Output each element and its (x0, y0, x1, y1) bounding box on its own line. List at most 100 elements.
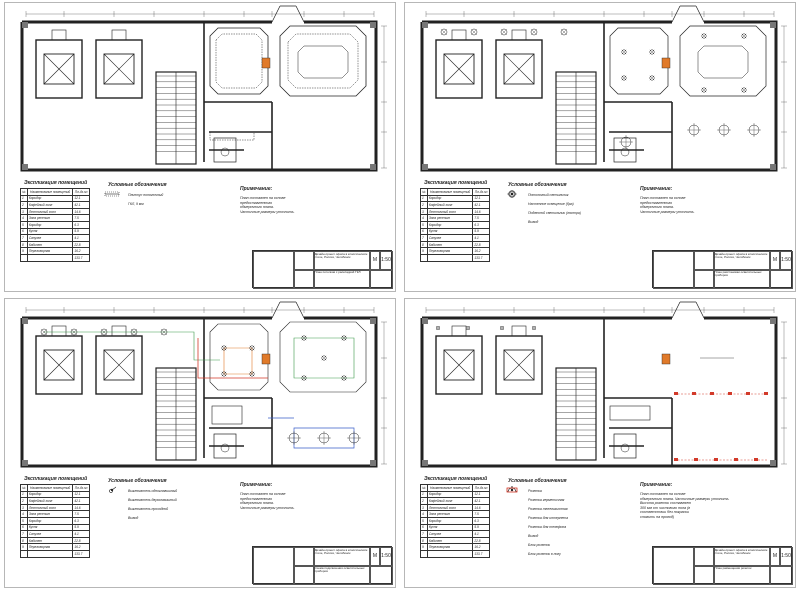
table-cell: 1 (20, 490, 28, 499)
table-cell: Санузел (26, 234, 74, 242)
note-line: сложить на провод) (640, 514, 675, 519)
legend-label: Розетка телевизионная (528, 506, 568, 511)
lamp-symbol (249, 345, 255, 351)
elevator-shaft (95, 29, 143, 99)
table-cell: 6.3 (72, 516, 90, 525)
lamp-symbol (249, 371, 255, 377)
legend-label: Вывод (128, 515, 139, 520)
table-cell: 1 (420, 490, 428, 499)
total-area: 133.7 (72, 549, 90, 558)
table-cell: 4 (420, 214, 428, 222)
table-cell: 7.5 (72, 510, 90, 518)
table-cell: Лестничный холл (26, 503, 74, 512)
table-cell: 2 (20, 201, 28, 209)
table-cell: 7 (420, 234, 428, 242)
elevator-shaft (495, 29, 543, 99)
table-cell: Коридор (426, 194, 474, 203)
table-header: № (20, 484, 28, 492)
table-cell: 3 (20, 503, 28, 512)
drawing (404, 298, 796, 588)
table-cell: Кофейный холл (26, 201, 74, 209)
walls (20, 20, 378, 172)
lamp-symbol (221, 371, 227, 377)
table-cell: 8 (420, 536, 428, 545)
table-cell: 6 (420, 227, 428, 236)
table-cell: 4.1 (472, 530, 490, 538)
table-cell: 9 (420, 247, 428, 255)
table-cell: 4.1 (472, 234, 490, 242)
title-block-scale: 1:50 (379, 251, 393, 271)
table-header: № (420, 188, 428, 196)
table-cell: Коридор (426, 220, 474, 229)
legend-label: ГКЛ, 9 мм (128, 201, 144, 206)
legend-item: Выключатель проходной (104, 486, 177, 513)
legend-label: Вывод (528, 219, 539, 224)
table-cell: 5 (20, 516, 28, 525)
drawing (404, 2, 796, 292)
sheet-frame (4, 2, 396, 292)
table-cell: 5.9 (472, 523, 490, 532)
output-icon (510, 488, 514, 492)
lamp-symbol (701, 33, 707, 39)
table-cell: Кабинет (26, 240, 74, 249)
table-cell: Кабинет (426, 536, 474, 545)
outlet-icon (510, 192, 514, 196)
legend-label: Розетка для интернета (528, 515, 568, 520)
marker (261, 57, 271, 69)
table-cell: Коридор (426, 490, 474, 499)
staircase (155, 71, 197, 165)
table-header: № (420, 484, 428, 492)
wc-fixture (213, 433, 237, 459)
lamp-symbol (560, 28, 568, 36)
table-cell: 3 (420, 503, 428, 512)
legend-item: Блок розеток (504, 487, 568, 549)
lamp-symbol (741, 87, 747, 93)
table-header: Пл-дь м² (472, 484, 490, 492)
legend-label: Розетка для телефона (528, 524, 567, 529)
table-cell: 6.3 (472, 220, 490, 229)
lamp-symbol (741, 33, 747, 39)
title-block-label-m: М (769, 547, 781, 567)
title-block-project: Дизайн-проект офиса в классическом стиле… (713, 547, 771, 567)
wc-fixture (613, 433, 637, 459)
title-block-sheet: План расстановки осветительных приборов (713, 269, 771, 289)
table-cell: Лестничный холл (26, 207, 74, 216)
table-cell: 22.8 (472, 240, 490, 249)
table-cell: 6 (20, 227, 28, 236)
title-block-cell (693, 251, 715, 271)
table-cell: 14.6 (72, 503, 90, 512)
table-cell: 7 (420, 530, 428, 538)
legend-item: Блок розеток в полу (504, 487, 568, 558)
legend-label: Розетка герметичная (528, 497, 565, 502)
elevator-shaft (35, 325, 83, 395)
title-block: Дизайн-проект офиса в классическом стиле… (252, 250, 393, 289)
title-block-sheet: План потолков с раскладкой ГКЛ (313, 269, 371, 289)
table-cell: Санузел (26, 530, 74, 538)
legend-label: Плинтус потолочный (128, 192, 164, 197)
table-cell: 3 (20, 207, 28, 216)
title-block-scale: 1:50 (779, 547, 793, 567)
elevator-shaft (435, 325, 483, 395)
lamp-symbol (531, 325, 537, 331)
title-block: Дизайн-проект офиса в классическом стиле… (252, 546, 393, 585)
note-line: Частичные размеры уточнить. (240, 505, 295, 510)
table-header: Наименование помещений (426, 188, 474, 196)
lamp-symbol (100, 328, 108, 336)
legend-item: ГКЛ, 9 мм (104, 193, 163, 208)
partitions (203, 318, 273, 466)
